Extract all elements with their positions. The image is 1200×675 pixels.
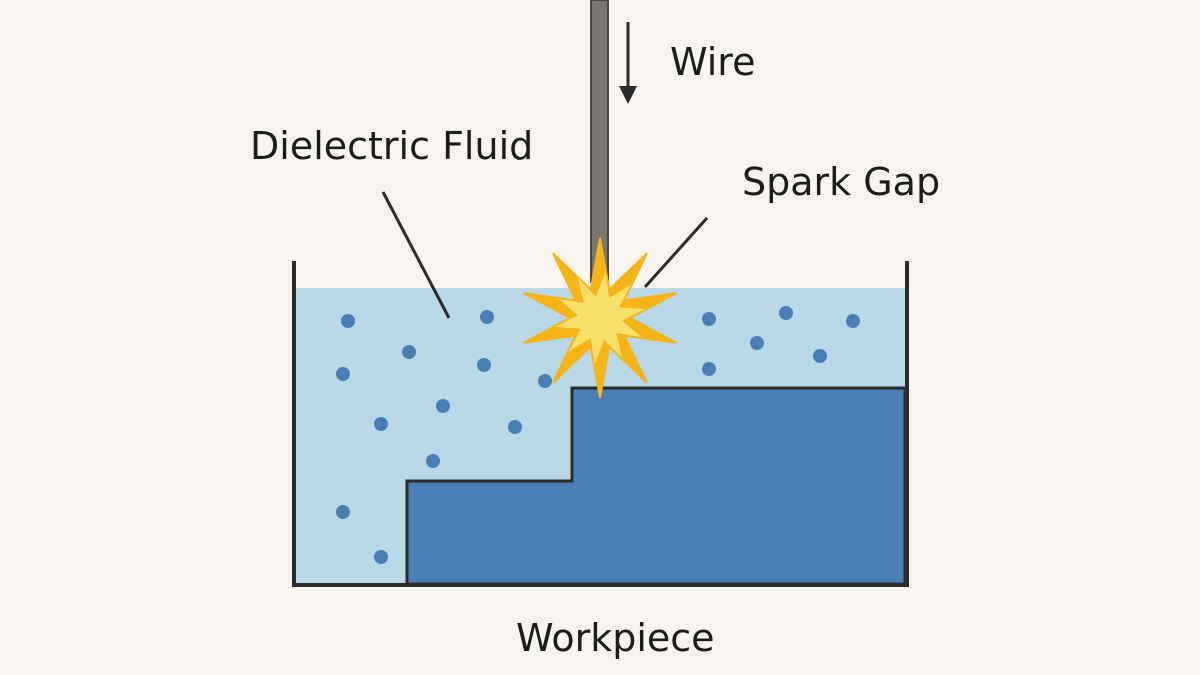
bubble bbox=[341, 314, 355, 328]
spark-gap-label: Spark Gap bbox=[742, 160, 940, 204]
bubble bbox=[336, 367, 350, 381]
bubble bbox=[374, 550, 388, 564]
down-arrow-icon bbox=[619, 22, 637, 104]
bubble bbox=[846, 314, 860, 328]
bubble bbox=[702, 362, 716, 376]
tank-outline bbox=[292, 261, 909, 587]
bubble bbox=[477, 358, 491, 372]
bubble bbox=[538, 374, 552, 388]
bubble bbox=[402, 345, 416, 359]
bubble bbox=[813, 349, 827, 363]
bubble bbox=[336, 505, 350, 519]
fluid-bubbles bbox=[336, 306, 860, 564]
bubble bbox=[436, 399, 450, 413]
spark-gap-leader bbox=[643, 216, 709, 289]
bubble bbox=[480, 310, 494, 324]
dielectric-fluid-leader bbox=[381, 191, 451, 319]
bubble bbox=[426, 454, 440, 468]
spark-burst-icon bbox=[523, 237, 677, 399]
bubble bbox=[702, 312, 716, 326]
dielectric-fluid-label: Dielectric Fluid bbox=[250, 124, 533, 168]
workpiece-label: Workpiece bbox=[516, 616, 715, 660]
bubble bbox=[779, 306, 793, 320]
bubble bbox=[374, 417, 388, 431]
bubble bbox=[508, 420, 522, 434]
wire-label: Wire bbox=[670, 40, 755, 84]
bubble bbox=[750, 336, 764, 350]
